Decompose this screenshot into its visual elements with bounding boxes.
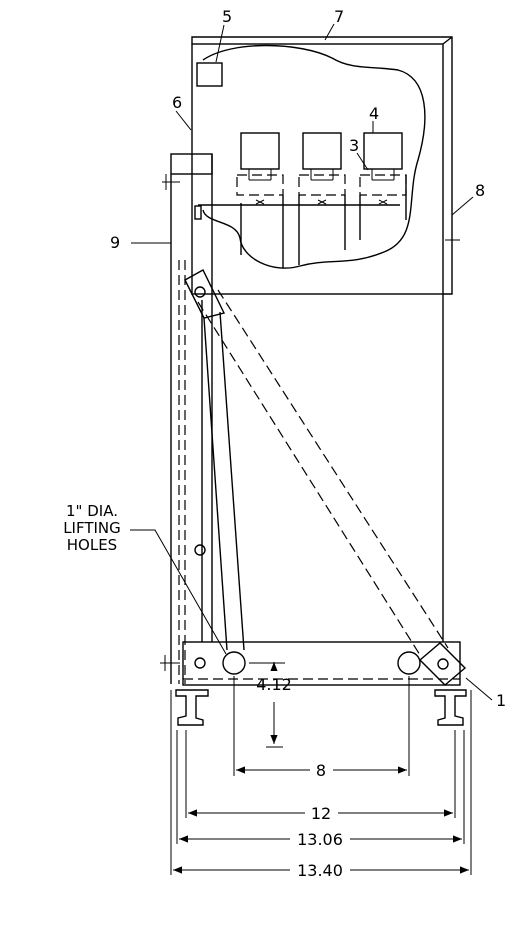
enclosure-front-face (191, 43, 444, 295)
frame-hole (194, 544, 206, 556)
dim-overall-width: 13.40 (297, 861, 343, 880)
lifting-note-line2: LIFTING (63, 519, 121, 537)
callout-9: 9 (110, 233, 120, 252)
callout-6: 6 (172, 93, 182, 112)
lifting-hole-left (222, 651, 246, 675)
dim-hole-spacing: 8 (316, 761, 326, 780)
lifting-note-line3: HOLES (67, 536, 117, 554)
callout-leaders (130, 23, 493, 701)
cutaway-outline (202, 44, 426, 269)
dim-inner-width: 12 (311, 804, 331, 823)
dim-height: 4.12 (256, 675, 292, 694)
enclosure (191, 36, 453, 295)
dimension-lines (170, 662, 472, 875)
item-5-component (196, 62, 223, 87)
callout-3: 3 (349, 136, 359, 155)
device-right (359, 132, 407, 240)
lifting-arm-end (418, 642, 467, 686)
callout-1: 1 (496, 691, 506, 710)
device-middle (298, 132, 346, 265)
callout-7: 7 (334, 7, 344, 26)
device-left (236, 132, 284, 268)
base-plate (160, 641, 461, 686)
lifting-note-line1: 1" DIA. (66, 502, 118, 520)
lifting-hole-right (397, 651, 421, 675)
channel-foot-left (175, 689, 209, 726)
callout-4: 4 (369, 104, 379, 123)
dim-channel-width: 13.06 (297, 830, 343, 849)
enclosure-corner-edge (442, 36, 453, 45)
channel-foot-right (434, 689, 467, 726)
lifting-arm-solid (184, 269, 245, 651)
enclosure-top-flange (191, 36, 453, 295)
lifting-arm-dashed (197, 289, 449, 656)
callout-8: 8 (475, 181, 485, 200)
callout-5: 5 (222, 7, 232, 26)
base-hole-left (194, 657, 206, 669)
stand-frame (170, 153, 444, 684)
bus-clamp (194, 205, 202, 220)
